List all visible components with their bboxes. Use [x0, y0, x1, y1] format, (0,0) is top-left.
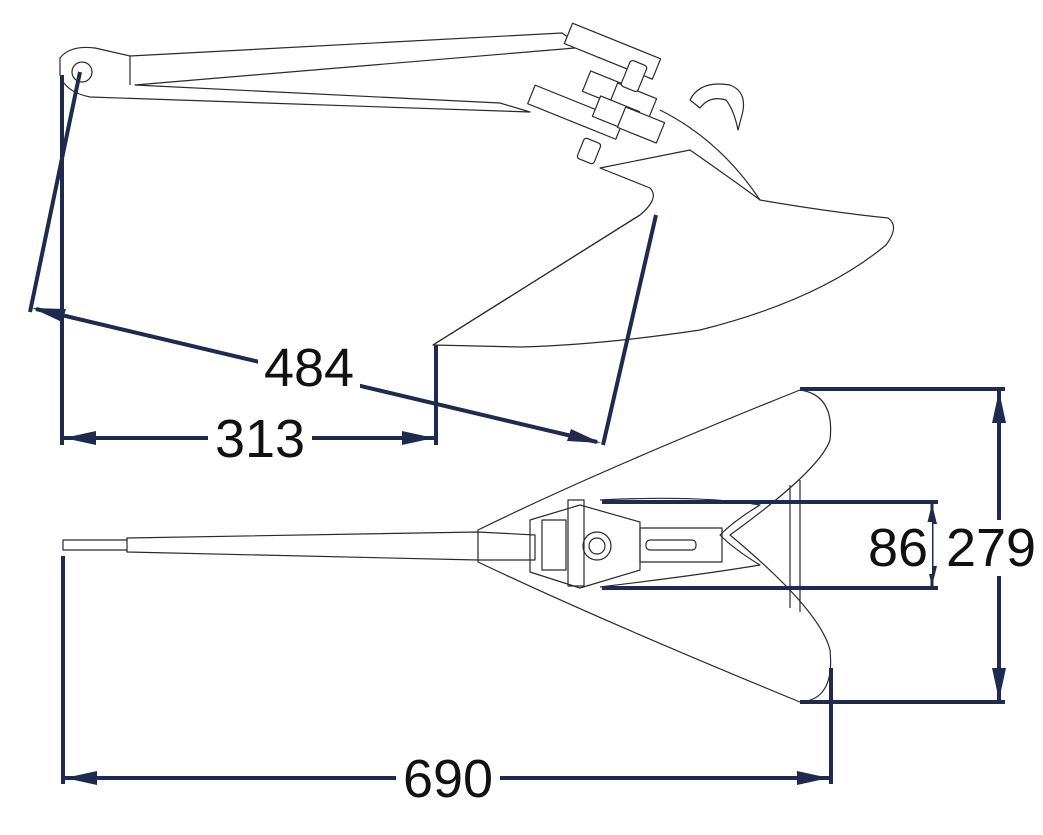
top-view-fluke [477, 389, 832, 703]
top-view-pivot [582, 531, 612, 561]
side-view-fluke-crest [659, 109, 761, 201]
side-view [28, 22, 895, 446]
dim-86-label: 86 [868, 518, 928, 578]
top-view-shank [62, 531, 536, 561]
dim-484-arrow-left [32, 308, 66, 322]
dim-313-label: 313 [215, 409, 305, 469]
dim-484-arrow-right [567, 429, 601, 443]
dim-86-arrow-top [927, 504, 937, 524]
dim-484-right-extension [601, 214, 658, 446]
side-view-bracket [527, 22, 666, 165]
top-view-slot [645, 539, 697, 551]
side-view-fluke [432, 149, 895, 348]
dim-690-label: 690 [403, 749, 493, 809]
top-view [61, 387, 1006, 785]
side-view-shank [59, 32, 576, 113]
top-view-bracket [529, 504, 641, 589]
top-view-fluke-inner [599, 497, 761, 588]
dim-279-label: 279 [946, 518, 1036, 578]
dim-313-arrow-right [402, 431, 434, 445]
dim-279-arrow-top [992, 391, 1006, 423]
dim-279-arrow-bottom [992, 668, 1006, 700]
dim-690-arrow-left [65, 771, 97, 785]
dim-484-label: 484 [264, 338, 354, 398]
dim-690-arrow-right [797, 771, 829, 785]
side-view-fluke-edge [432, 214, 641, 346]
dim-484-left-extension [28, 71, 82, 313]
dim-313-arrow-left [64, 431, 96, 445]
side-view-ring [689, 83, 745, 131]
side-view-shank-eye [71, 61, 93, 83]
